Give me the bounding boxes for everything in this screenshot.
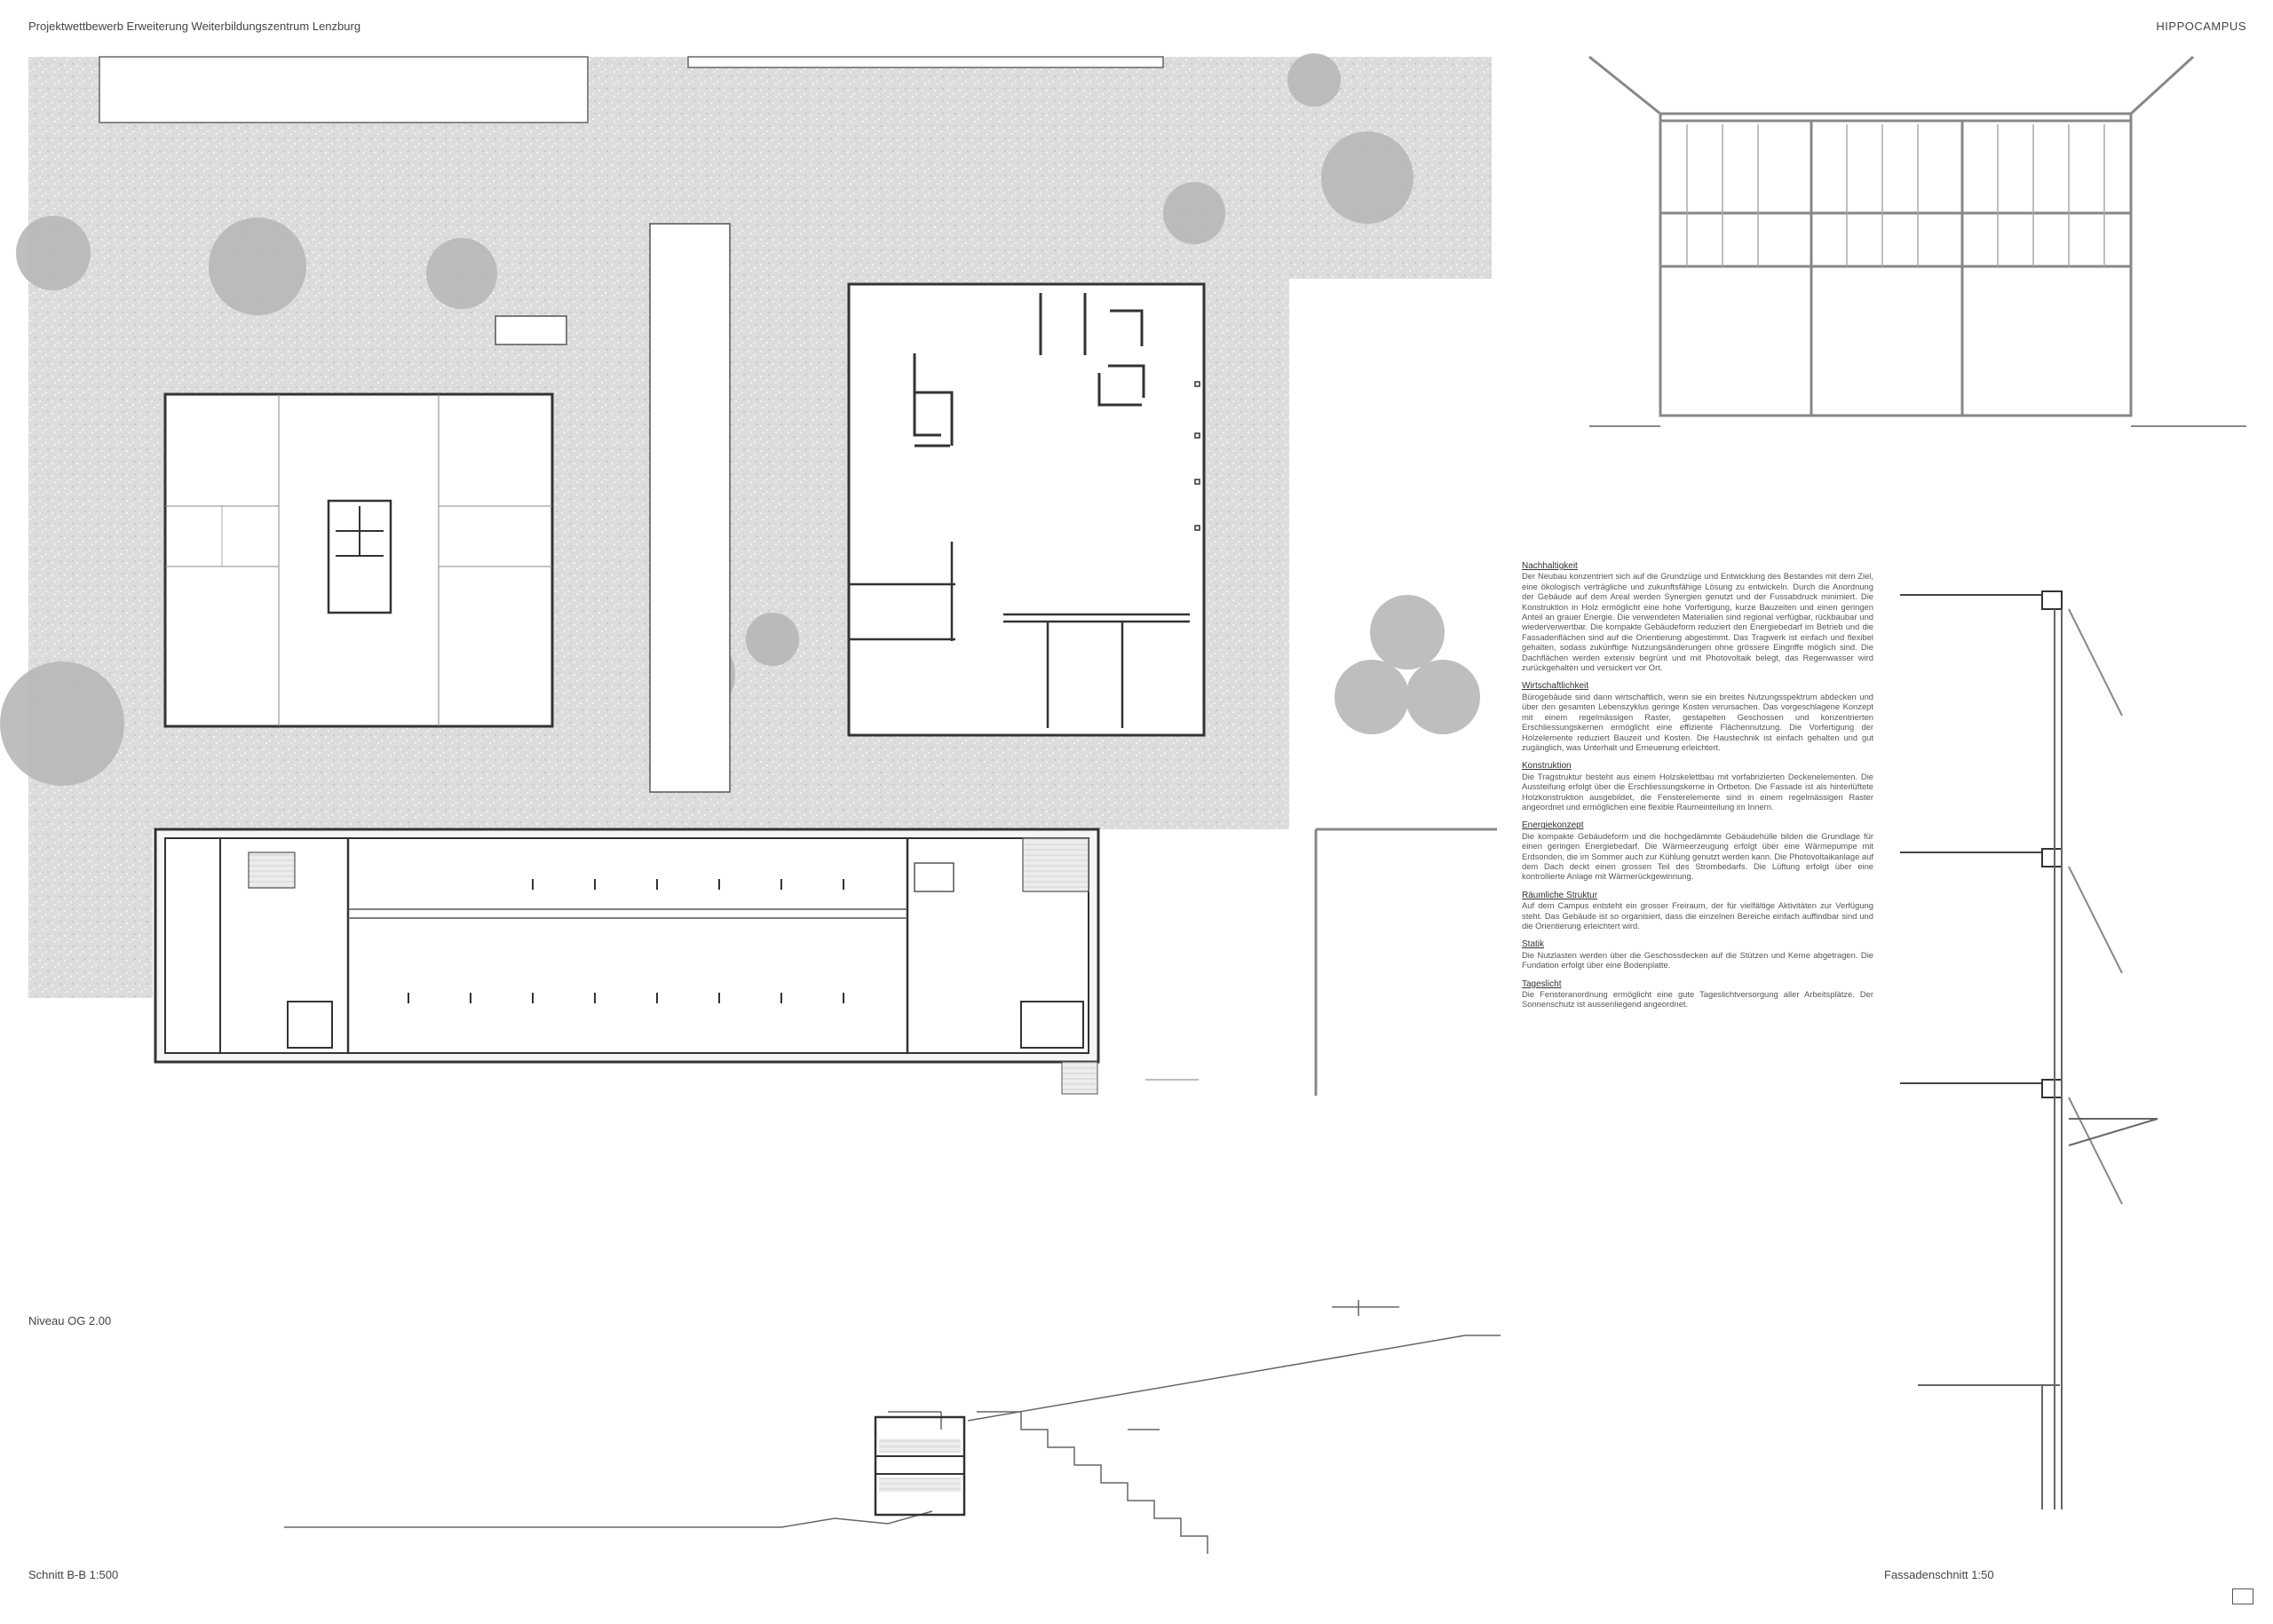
section-heading: Tageslicht xyxy=(1522,978,1562,989)
section-heading: Nachhaltigkeit xyxy=(1522,561,1578,571)
section-body: Die Nutzlasten werden über die Geschossd… xyxy=(1522,949,1873,970)
section-body: Die Fensteranordnung ermöglicht eine gut… xyxy=(1522,989,1873,1010)
section-body: Der Neubau konzentriert sich auf die Gru… xyxy=(1522,571,1873,673)
facade-section-drawing xyxy=(1900,590,2158,1509)
section-body: Die Tragstruktur besteht aus einem Holzs… xyxy=(1522,771,1873,812)
section-heading: Räumliche Struktur xyxy=(1522,890,1598,900)
square-building xyxy=(163,392,554,728)
project-logo: HIPPOCAMPUS xyxy=(2156,20,2246,33)
section-body: Auf dem Campus entsteht ein grosser Frei… xyxy=(1522,900,1873,931)
section-body: Die kompakte Gebäudeform und die hochged… xyxy=(1522,830,1873,882)
section-heading: Wirtschaftlichkeit xyxy=(1522,681,1589,692)
facade-section-label: Fassadenschnitt 1:50 xyxy=(1884,1568,1994,1581)
section-heading: Energiekonzept xyxy=(1522,820,1584,831)
lower-building xyxy=(154,828,1100,1095)
elevation-drawing xyxy=(1588,55,2246,427)
section-drawing xyxy=(284,1300,1501,1554)
page-marker xyxy=(2232,1588,2253,1604)
section-heading: Konstruktion xyxy=(1522,761,1572,772)
site-plan xyxy=(0,53,1497,1096)
sheet-title: Projektwettbewerb Erweiterung Weiterbild… xyxy=(28,20,361,33)
section-body: Bürogebäude sind dann wirtschaftlich, we… xyxy=(1522,691,1873,752)
right-building xyxy=(847,282,1206,737)
section-heading: Statik xyxy=(1522,939,1545,950)
floor-plan-label: Niveau OG 2.00 xyxy=(28,1314,112,1327)
site-ground xyxy=(28,829,153,998)
section-label: Schnitt B-B 1:500 xyxy=(28,1568,119,1581)
